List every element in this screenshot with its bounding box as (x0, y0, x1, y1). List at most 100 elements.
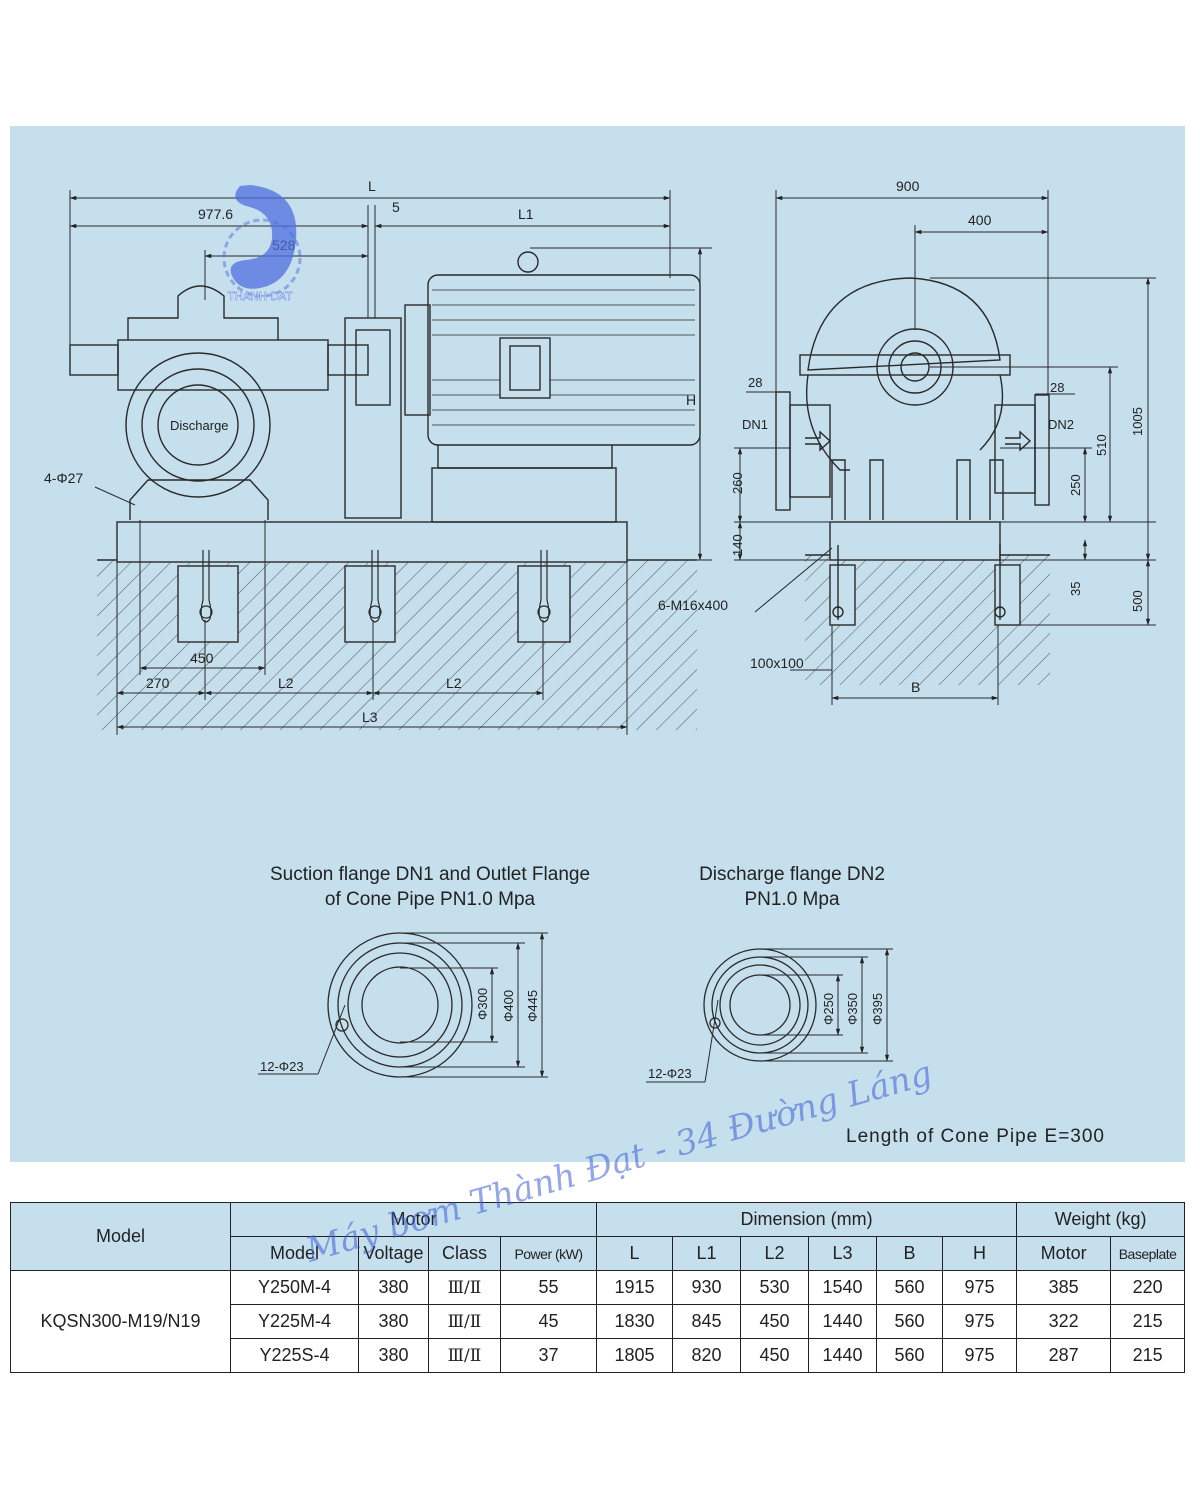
header-dimension: Dimension (mm) (596, 1202, 1018, 1237)
dim-450: 450 (190, 650, 214, 666)
dim-260: 260 (730, 472, 745, 494)
cell-L3: 1540 (808, 1270, 878, 1305)
cell-L: 1915 (596, 1270, 674, 1305)
cell-weight-base: 220 (1110, 1270, 1186, 1305)
flange2-inner-dia: Φ250 (821, 993, 836, 1025)
header-L3: L3 (808, 1236, 878, 1271)
header-model: Model (10, 1202, 231, 1271)
cell-voltage: 380 (358, 1304, 429, 1339)
flange2-outer-dia: Φ395 (870, 993, 885, 1025)
dim-H: H (686, 392, 696, 408)
dim-28-right: 28 (1050, 380, 1064, 395)
dim-400: 400 (968, 212, 992, 228)
dim-900: 900 (896, 178, 920, 194)
discharge-label: Discharge (170, 418, 229, 433)
dim-500: 500 (1130, 590, 1145, 612)
dim-bolts: 6-M16x400 (658, 597, 728, 613)
cell-H: 975 (942, 1338, 1018, 1373)
dim-28-left: 28 (748, 375, 762, 390)
dim-L3: L3 (362, 709, 378, 725)
cell-L: 1805 (596, 1338, 674, 1373)
cell-L1: 820 (672, 1338, 742, 1373)
cell-L3: 1440 (808, 1304, 878, 1339)
cell-voltage: 380 (358, 1270, 429, 1305)
header-class: Class (428, 1236, 501, 1271)
flange1-pcd: Φ400 (501, 990, 516, 1022)
header-power: Power (kW) (499, 1236, 598, 1271)
cell-motor-model: Y250M-4 (230, 1270, 359, 1305)
dim-L: L (368, 178, 376, 194)
cell-L3: 1440 (808, 1338, 878, 1373)
cell-motor-model: Y225M-4 (230, 1304, 359, 1339)
dim-100x100: 100x100 (750, 655, 804, 671)
cell-power: 45 (499, 1304, 598, 1339)
cell-weight-base: 215 (1110, 1338, 1186, 1373)
dim-L1: L1 (518, 206, 534, 222)
cell-class: Ⅲ/Ⅱ (428, 1304, 501, 1339)
flange1-title-line2: of Cone Pipe PN1.0 Mpa (325, 889, 536, 910)
dim-250: 250 (1068, 474, 1083, 496)
cell-B: 560 (876, 1338, 944, 1373)
cone-pipe-note: Length of Cone Pipe E=300 (846, 1126, 1105, 1147)
table-row: Y225S-4 380 Ⅲ/Ⅱ 37 1805 820 450 1440 560… (11, 1338, 1186, 1373)
flange2-title-line2: PN1.0 Mpa (744, 889, 839, 910)
table-row: Y225M-4 380 Ⅲ/Ⅱ 45 1830 845 450 1440 560… (11, 1304, 1186, 1339)
label-DN1: DN1 (742, 417, 768, 432)
cell-class: Ⅲ/Ⅱ (428, 1338, 501, 1373)
dim-L2-right: L2 (446, 675, 462, 691)
front-view (69, 190, 712, 735)
header-L2: L2 (740, 1236, 810, 1271)
company-logo: THANH DAT (222, 185, 302, 303)
header-weight: Weight (kg) (1016, 1202, 1186, 1237)
flange1-title-line1: Suction flange DN1 and Outlet Flange (270, 864, 590, 885)
flange1-outer-dia: Φ445 (525, 990, 540, 1022)
cell-B: 560 (876, 1304, 944, 1339)
header-motor-model: Model (230, 1236, 359, 1271)
flange1-diagram (258, 932, 548, 1078)
dim-holes-4: 4-Φ27 (44, 470, 83, 486)
cell-weight-motor: 322 (1016, 1304, 1112, 1339)
header-weight-motor: Motor (1016, 1236, 1112, 1271)
flange2-diagram (646, 948, 893, 1083)
cell-power: 37 (499, 1338, 598, 1373)
cell-L: 1830 (596, 1304, 674, 1339)
cell-class: Ⅲ/Ⅱ (428, 1270, 501, 1305)
label-DN2: DN2 (1048, 417, 1074, 432)
dim-1005: 1005 (1130, 407, 1145, 436)
dim-L2-left: L2 (278, 675, 294, 691)
cell-weight-base: 215 (1110, 1304, 1186, 1339)
flange1-holes: 12-Φ23 (260, 1059, 304, 1074)
flange2-title-line1: Discharge flange DN2 (699, 864, 885, 885)
dim-270: 270 (146, 675, 170, 691)
spec-table: Model Motor Dimension (mm) Weight (kg) M… (10, 1202, 1186, 1373)
header-voltage: Voltage (358, 1236, 429, 1271)
cell-power: 55 (499, 1270, 598, 1305)
cell-weight-motor: 385 (1016, 1270, 1112, 1305)
header-motor: Motor (229, 1202, 598, 1237)
cell-B: 560 (876, 1270, 944, 1305)
header-B: B (876, 1236, 944, 1271)
cell-voltage: 380 (358, 1338, 429, 1373)
cell-L2: 450 (740, 1304, 810, 1339)
dim-35: 35 (1068, 582, 1083, 596)
cell-L1: 845 (672, 1304, 742, 1339)
header-L1: L1 (672, 1236, 742, 1271)
pump-model-cell: KQSN300-M19/N19 (10, 1270, 231, 1373)
flange1-inner-dia: Φ300 (475, 988, 490, 1020)
cell-weight-motor: 287 (1016, 1338, 1112, 1373)
flange2-holes: 12-Φ23 (648, 1066, 692, 1081)
dim-140: 140 (730, 534, 745, 556)
flange2-pcd: Φ350 (845, 993, 860, 1025)
cell-L2: 530 (740, 1270, 810, 1305)
side-view (734, 190, 1156, 705)
dim-5: 5 (392, 199, 400, 215)
cell-L1: 930 (672, 1270, 742, 1305)
cell-H: 975 (942, 1270, 1018, 1305)
dim-510: 510 (1094, 434, 1109, 456)
cell-motor-model: Y225S-4 (230, 1338, 359, 1373)
dim-B: B (911, 679, 920, 695)
header-weight-baseplate: Baseplate (1110, 1236, 1186, 1271)
table-row: KQSN300-M19/N19 Y250M-4 380 Ⅲ/Ⅱ 55 1915 … (10, 1270, 1186, 1373)
cell-H: 975 (942, 1304, 1018, 1339)
